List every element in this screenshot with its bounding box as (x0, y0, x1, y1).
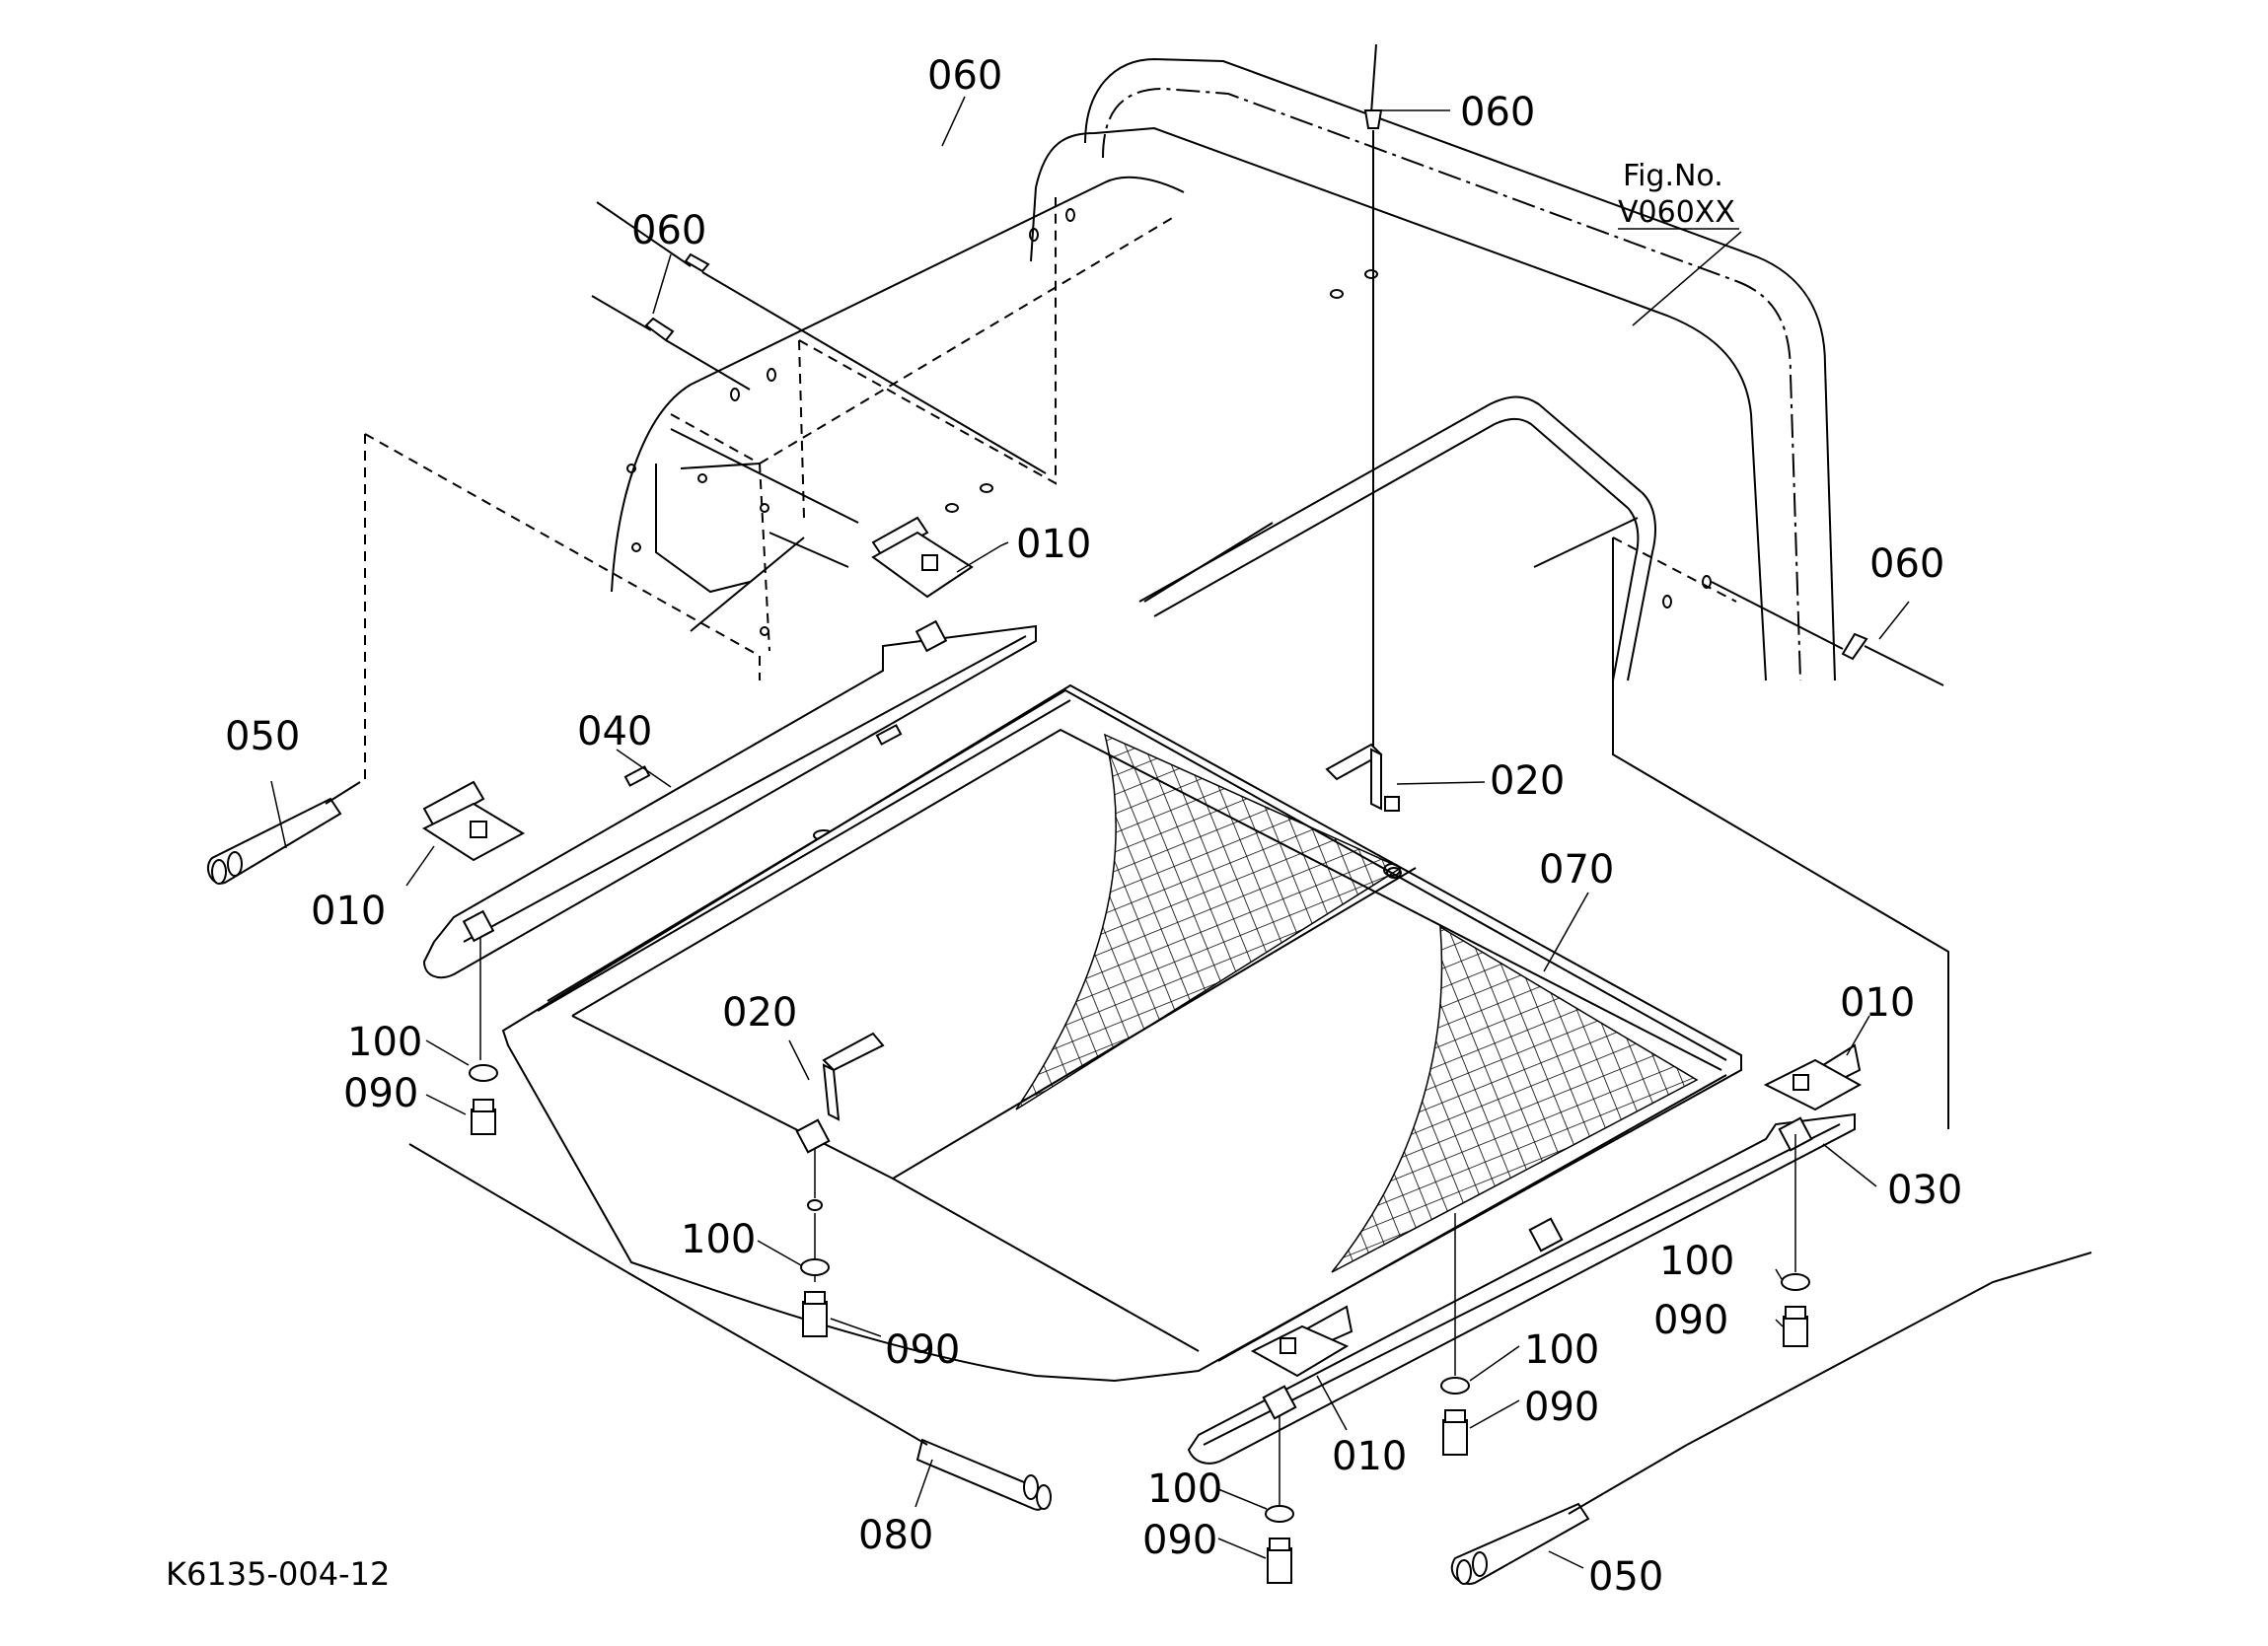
roof-front-panel (364, 176, 1274, 779)
callout-070: 070 (1539, 847, 1614, 893)
drawing-number: K6135-004-12 (166, 1555, 390, 1593)
washer-nut-set-a (469, 1064, 498, 1135)
callout-020: 020 (1490, 758, 1565, 804)
bracket-010-a (871, 516, 974, 653)
callout-040: 040 (577, 709, 652, 754)
callout-020: 020 (722, 990, 797, 1036)
callout-010: 010 (1016, 522, 1091, 567)
rivet-060-d (1711, 581, 1944, 686)
fig-no-value: V060XX (1618, 195, 1735, 230)
callout-labels: 060 060 060 060 010 010 010 010 050 050 … (225, 53, 1962, 1600)
trim-050-right (1450, 1252, 2092, 1585)
trim-050-left (206, 781, 361, 885)
bracket-010-c (1763, 1043, 1863, 1272)
callout-090: 090 (343, 1071, 418, 1116)
rivet-060-a (596, 201, 1047, 474)
callout-090: 090 (1142, 1518, 1217, 1563)
callout-100: 100 (347, 1020, 422, 1065)
callout-090: 090 (1653, 1298, 1728, 1343)
canopy-roof (1030, 57, 1949, 1129)
trim-080 (408, 1143, 1052, 1511)
bracket-020-a (1325, 743, 1401, 877)
callout-050: 050 (1588, 1554, 1663, 1600)
callout-100: 100 (1659, 1239, 1734, 1284)
callout-060: 060 (1460, 90, 1535, 135)
bracket-010-b (421, 780, 526, 1060)
rivet-060-c (1363, 43, 1383, 750)
washer-nut-set-c (1781, 1273, 1810, 1347)
bracket-020-b (795, 1032, 885, 1282)
callout-060: 060 (631, 208, 706, 253)
rivet-060-b (591, 295, 751, 391)
callout-010: 010 (1840, 980, 1915, 1026)
callout-010: 010 (1332, 1434, 1407, 1479)
callout-100: 100 (1524, 1327, 1599, 1373)
washer-nut-set-e (1265, 1505, 1294, 1584)
callout-060: 060 (1869, 541, 1944, 587)
washer-nut-set-d (1440, 1377, 1470, 1456)
callout-100: 100 (681, 1217, 756, 1262)
fig-no-label: Fig.No. (1623, 159, 1723, 193)
callout-090: 090 (1524, 1385, 1599, 1430)
rail-040 (422, 624, 1037, 979)
bracket-010-d (1250, 1213, 1564, 1519)
callout-060: 060 (927, 53, 1002, 99)
callout-050: 050 (225, 714, 300, 759)
callout-080: 080 (858, 1513, 933, 1558)
washer-nut-set-b (800, 1258, 830, 1337)
callout-100: 100 (1147, 1467, 1222, 1512)
figure-reference: Fig.No. V060XX (1618, 159, 1739, 230)
callout-030: 030 (1887, 1168, 1962, 1213)
callout-010: 010 (311, 889, 386, 934)
mesh-panel-070 (501, 683, 1742, 1383)
callout-090: 090 (885, 1327, 960, 1373)
leader-lines (270, 96, 1910, 1569)
